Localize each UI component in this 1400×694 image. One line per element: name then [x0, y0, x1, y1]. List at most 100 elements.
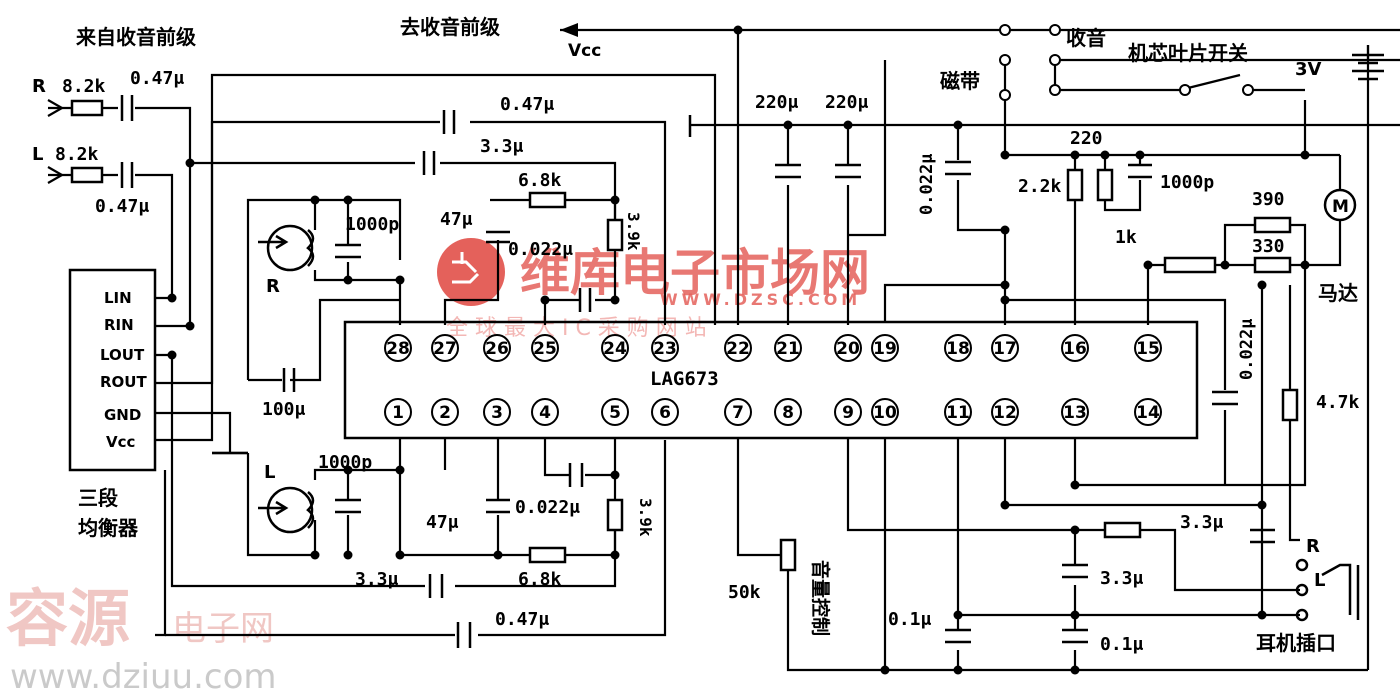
junction-dot	[395, 275, 405, 285]
junction-dot	[610, 470, 620, 480]
eq-pin-vcc: Vcc	[106, 433, 135, 451]
ic-pin-label-26: 26	[485, 339, 509, 359]
ic-pin-label-27: 27	[433, 339, 457, 359]
ic-pin-label-7: 7	[732, 403, 744, 423]
equalizer-block: LIN RIN LOUT ROUT GND Vcc 三段 均衡器	[68, 268, 157, 540]
to-tuner-label: 去收音前级	[400, 15, 500, 39]
ic-pin-label-20: 20	[836, 339, 860, 359]
ic-pin-circle-26	[483, 334, 511, 362]
junction-dot	[395, 465, 405, 475]
c-0022-bot-value: 0.022μ	[515, 497, 580, 518]
junction-dot	[343, 275, 353, 285]
r-47k-value: 4.7k	[1316, 392, 1360, 413]
head-l-label: L	[264, 462, 275, 483]
ic-pin-circle-13	[1061, 398, 1089, 426]
eq-pin-lout: LOUT	[100, 346, 145, 364]
junction-dot	[185, 158, 195, 168]
c-47-bot-value: 47μ	[426, 512, 459, 533]
junction-dot	[1135, 150, 1145, 160]
r-390-value: 390	[1252, 189, 1285, 210]
junction-dot	[1070, 525, 1080, 535]
c-01-b-value: 0.1μ	[1100, 634, 1144, 655]
ic-pin-label-25: 25	[533, 339, 557, 359]
dziuu-watermark-sub: 电子网	[172, 609, 274, 649]
ic-pin-label-1: 1	[392, 403, 404, 423]
junction-dot	[610, 550, 620, 560]
eq-pin-gnd: GND	[104, 406, 141, 424]
dzsc-watermark-title: 维库电子市场网	[520, 244, 870, 302]
junction-dot	[395, 550, 405, 560]
ic-pin-label-19: 19	[873, 339, 897, 359]
junction-dot	[610, 295, 620, 305]
tape-head-l-icon	[258, 486, 315, 534]
junction-dot	[1143, 260, 1153, 270]
dziuu-watermark-url: www.dziuu.com	[10, 657, 277, 694]
junction-dot	[1070, 610, 1080, 620]
c-33-bot-value: 3.3μ	[355, 569, 399, 590]
ic-pin-circle-20	[834, 334, 862, 362]
junction-dot	[1257, 610, 1267, 620]
eq-pin-rin: RIN	[104, 316, 134, 334]
pot-50k-value: 50k	[728, 582, 761, 603]
junction-dot	[733, 25, 743, 35]
junction-dot	[1257, 280, 1267, 290]
c-47-top-value: 47μ	[440, 209, 473, 230]
dzsc-logo-icon	[437, 238, 505, 306]
eq-pin-lin: LIN	[104, 289, 132, 307]
dzsc-watermark-url: WWW.DZSC.COM	[660, 290, 861, 309]
headphone-jack-icon	[1295, 558, 1360, 622]
motor-icon: M	[1332, 197, 1349, 217]
junction-dot	[310, 195, 320, 205]
ic-pin-circle-5	[601, 398, 629, 426]
r-68-top-value: 6.8k	[518, 170, 562, 191]
r-39-bot-value: 3.9k	[636, 498, 655, 537]
tape-head-r-icon	[258, 224, 315, 272]
junction-dot	[953, 120, 963, 130]
c-in-r-value: 0.47μ	[130, 68, 184, 89]
ic-pin-label-17: 17	[993, 339, 1017, 359]
dziuu-watermark-title: 容源	[6, 582, 130, 655]
junction-dot	[1000, 500, 1010, 510]
labels: 来自收音前级 去收音前级 Vcc 收音 磁带 机芯叶片开关 3V 马达 耳机插口…	[32, 15, 1360, 655]
ic-pin-circle-7	[724, 398, 752, 426]
ic-pin-circle-27	[431, 334, 459, 362]
ic-pin-circle-8	[774, 398, 802, 426]
ic-pin-label-13: 13	[1063, 403, 1087, 423]
ic-pin-circle-21	[774, 334, 802, 362]
junction-dot	[343, 465, 353, 475]
junction-dot	[953, 610, 963, 620]
ic-pin-circle-2	[431, 398, 459, 426]
ic-name: LAG673	[650, 368, 719, 390]
eq-label-line2: 均衡器	[78, 516, 139, 540]
from-tuner-label: 来自收音前级	[75, 25, 196, 49]
junction-dot	[1257, 500, 1267, 510]
junction-dot	[1070, 480, 1080, 490]
ic-pin-label-4: 4	[539, 403, 551, 423]
arrow-left-icon	[560, 23, 578, 37]
ic-pin-circle-28	[384, 334, 412, 362]
ic-pin-label-10: 10	[873, 403, 897, 423]
head-r-label: R	[266, 276, 280, 297]
jack-r-label: R	[1306, 536, 1320, 557]
r-68-bot-value: 6.8k	[518, 569, 562, 590]
headphone-jack-label: 耳机插口	[1256, 631, 1336, 655]
input-r-label: R	[32, 76, 46, 97]
ic-pin-circle-15	[1134, 334, 1162, 362]
dzsc-watermark: 维库电子市场网 WWW.DZSC.COM 全 球 最 大 I C 采 购 网 站	[437, 238, 870, 341]
junction-dot	[1000, 295, 1010, 305]
junction-dot	[1070, 150, 1080, 160]
r-220-value: 220	[1070, 128, 1103, 149]
r-in-r-value: 8.2k	[62, 76, 106, 97]
ic-pin-circle-23	[651, 334, 679, 362]
junction-dot	[1000, 225, 1010, 235]
ic-pin-label-3: 3	[491, 403, 503, 423]
c-1000p-top-value: 1000p	[345, 214, 399, 235]
radio-label: 收音	[1066, 26, 1106, 50]
junction-dot	[610, 195, 620, 205]
junction-dot	[1300, 150, 1310, 160]
vcc-top-label: Vcc	[568, 41, 601, 61]
ic-pin-label-28: 28	[386, 339, 410, 359]
